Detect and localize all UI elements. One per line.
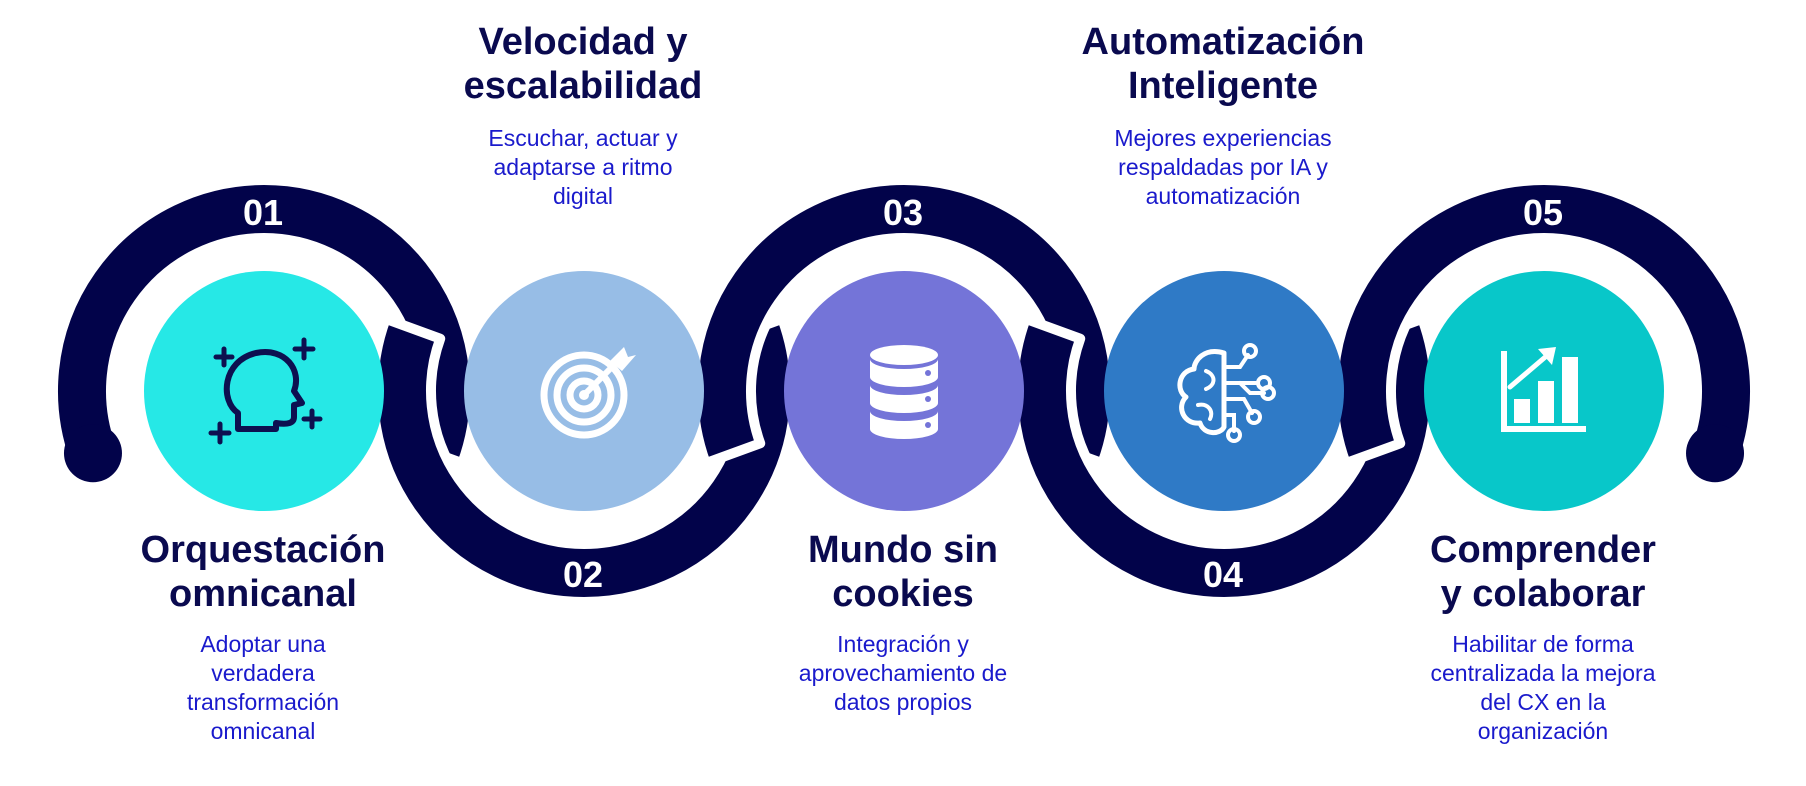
step-number-01: 01: [242, 192, 284, 233]
step-title-02: Velocidad y escalabilidad: [463, 21, 703, 107]
step-title-04: Automatización Inteligente: [1081, 21, 1365, 107]
step-title-05: Comprender y colaborar: [1430, 529, 1656, 615]
ai-brain-icon: [1177, 343, 1276, 443]
step-description-03: Integración y aprovechamiento de datos p…: [798, 631, 1008, 715]
ring-cap-left: [63, 424, 122, 483]
step-disc-03: [784, 271, 1024, 511]
step-description-01: Adoptar una verdadera transformación omn…: [186, 631, 340, 744]
rings-layer: [48, 175, 1760, 607]
head-sparkles-icon: [208, 337, 323, 445]
step-number-02: 02: [562, 554, 604, 595]
step-description-04: Mejores experiencias respaldadas por IA …: [1114, 125, 1332, 209]
step-title-01: Orquestación omnicanal: [140, 529, 386, 615]
bar-chart-growth-icon: [1501, 347, 1586, 432]
step-description-05: Habilitar de forma centralizada la mejor…: [1430, 631, 1656, 744]
step-title-03: Mundo sin cookies: [808, 529, 998, 615]
target-arrow-icon: [540, 347, 636, 439]
step-number-04: 04: [1202, 554, 1244, 595]
step-description-02: Escuchar, actuar y adaptarse a ritmo dig…: [488, 125, 678, 209]
ring-arc-05: [1328, 175, 1760, 469]
ring-cap-right: [1686, 424, 1745, 483]
database-icon: [870, 345, 938, 439]
step-number-03: 03: [882, 192, 924, 233]
step-number-05: 05: [1522, 192, 1564, 233]
step-disc-01: [144, 271, 384, 511]
